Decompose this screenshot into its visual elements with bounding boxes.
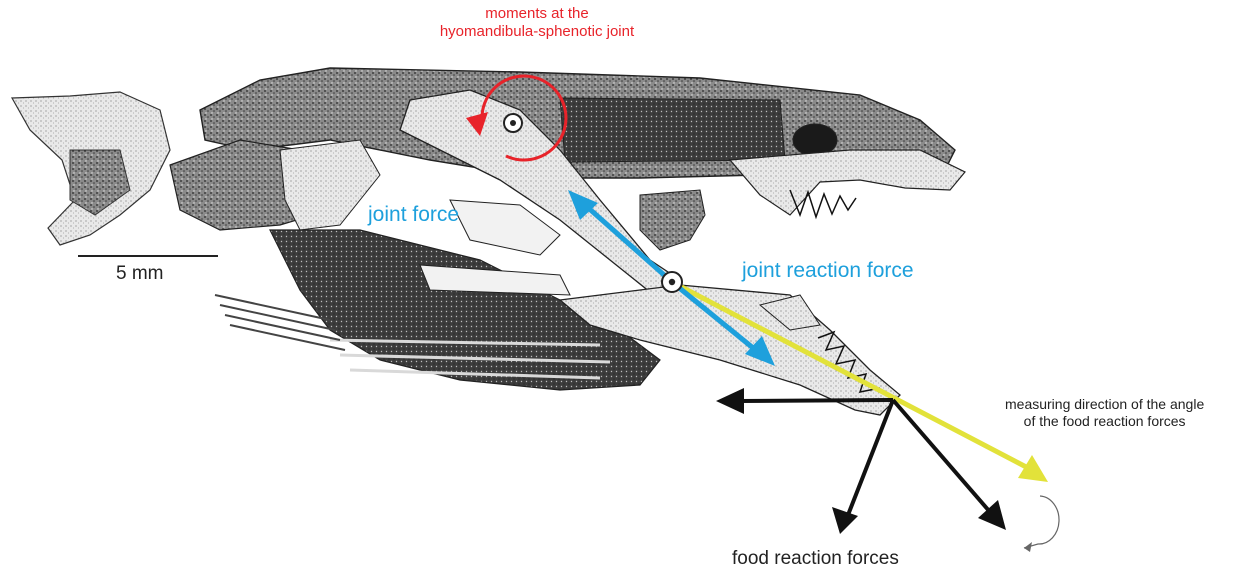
sphenotic-joint-marker [504, 114, 522, 132]
measuring-direction-label-line1: measuring direction of the angle [1005, 396, 1204, 413]
moments-label-line1: moments at the [407, 5, 667, 23]
snout [730, 150, 965, 215]
moments-label: moments at the hyomandibula-sphenotic jo… [407, 5, 667, 41]
jaw-joint-marker [662, 272, 682, 292]
measuring-direction-label-line2: of the food reaction forces [1005, 413, 1204, 430]
pharyngeal-fringe [640, 190, 705, 250]
scale-bar-label: 5 mm [116, 263, 164, 286]
joint-reaction-force-label: joint reaction force [742, 258, 914, 283]
measuring-direction-label: measuring direction of the angle of the … [1005, 396, 1204, 430]
moments-label-line2: hyomandibula-sphenotic joint [407, 23, 667, 41]
joint-force-label: joint force [368, 202, 459, 227]
food-reaction-forces-label: food reaction forces [732, 548, 899, 571]
